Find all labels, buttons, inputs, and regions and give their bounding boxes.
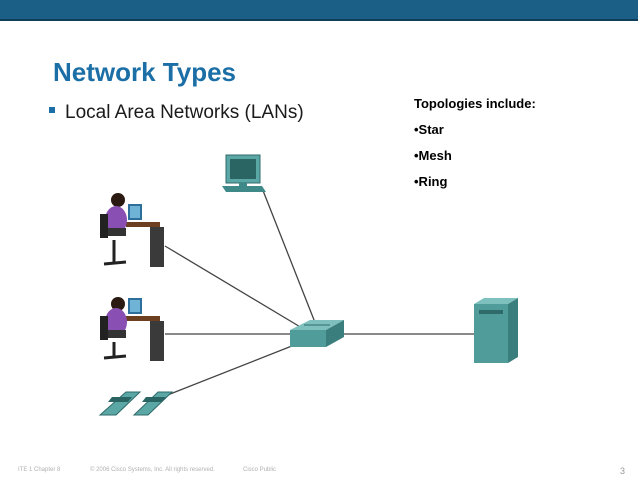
topology-ring: •Ring	[414, 174, 448, 189]
link-top-pc	[261, 187, 317, 326]
bullet-marker	[49, 106, 55, 113]
topologies-list: Topologies include: •Star •Mesh •Ring	[414, 96, 536, 200]
bullet-lans: Local Area Networks (LANs)	[49, 102, 304, 124]
footer-copyright: © 2006 Cisco Systems, Inc. All rights re…	[90, 467, 215, 473]
server-icon	[474, 298, 518, 363]
slide-title: Network Types	[53, 57, 237, 87]
bullet-text: Local Area Networks (LANs)	[65, 102, 304, 123]
switch-icon	[290, 320, 344, 347]
network-links	[159, 187, 474, 399]
topologies-heading: Topologies include:	[414, 96, 536, 111]
ip-phones-icon	[98, 391, 174, 416]
link-user-1	[164, 245, 303, 329]
footer-course: ITE 1 Chapter 8	[18, 467, 61, 473]
link-phones	[159, 341, 303, 399]
user-workstation-1-icon	[100, 193, 164, 267]
topology-mesh: •Mesh	[414, 148, 452, 163]
header-bar	[0, 0, 638, 19]
page-number: 3	[620, 466, 626, 476]
workstation-top-icon	[222, 154, 266, 192]
topology-star: •Star	[414, 122, 444, 137]
header-divider	[0, 19, 638, 21]
user-workstation-2-icon	[100, 297, 164, 361]
footer-classification: Cisco Public	[243, 467, 277, 473]
